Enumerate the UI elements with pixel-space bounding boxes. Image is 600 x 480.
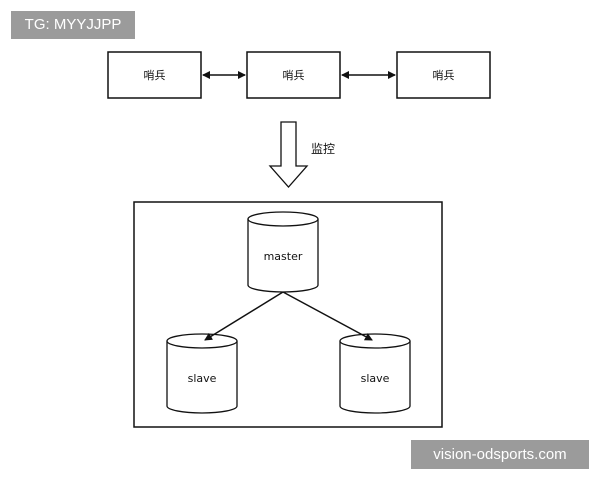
sentinel-label: 哨兵	[144, 69, 166, 82]
watermark-bottom: vision-odsports.com	[411, 440, 589, 469]
sentinel-node-3: 哨兵	[396, 51, 491, 99]
sentinel-label: 哨兵	[433, 69, 455, 82]
master-node: master	[247, 211, 319, 293]
sentinel-node-1: 哨兵	[107, 51, 202, 99]
watermark-top: TG: MYYJJPP	[11, 11, 135, 39]
slave-node-2: slave	[339, 333, 411, 414]
monitor-label: 监控	[311, 142, 335, 156]
slave-label: slave	[361, 372, 390, 385]
sentinel-label: 哨兵	[283, 69, 305, 82]
slave-node-1: slave	[166, 333, 238, 414]
monitor-arrow	[268, 121, 309, 188]
replication-arrow-right	[282, 291, 373, 341]
master-label: master	[264, 250, 303, 263]
replication-arrow-left	[204, 291, 284, 341]
sentinel-node-2: 哨兵	[246, 51, 341, 99]
slave-label: slave	[188, 372, 217, 385]
